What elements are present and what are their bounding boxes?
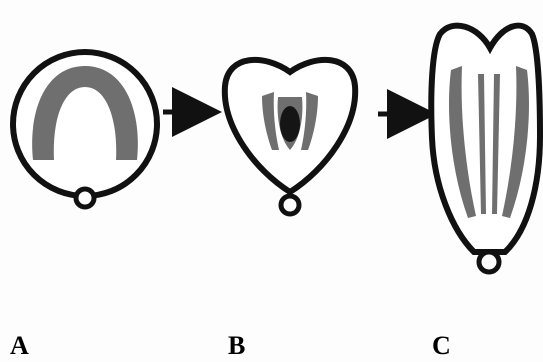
stage-label-c: C — [432, 333, 451, 359]
stage-b-core-dark — [280, 106, 300, 142]
stage-b-embryo — [225, 60, 355, 214]
stage-a-suspensor — [76, 189, 94, 207]
stage-label-a: A — [10, 333, 29, 359]
stage-a-embryo — [13, 52, 157, 207]
stage-b-suspensor — [281, 196, 299, 214]
stage-label-b: B — [228, 333, 245, 359]
stage-c-embryo — [431, 26, 540, 272]
stage-c-suspensor — [479, 252, 499, 272]
